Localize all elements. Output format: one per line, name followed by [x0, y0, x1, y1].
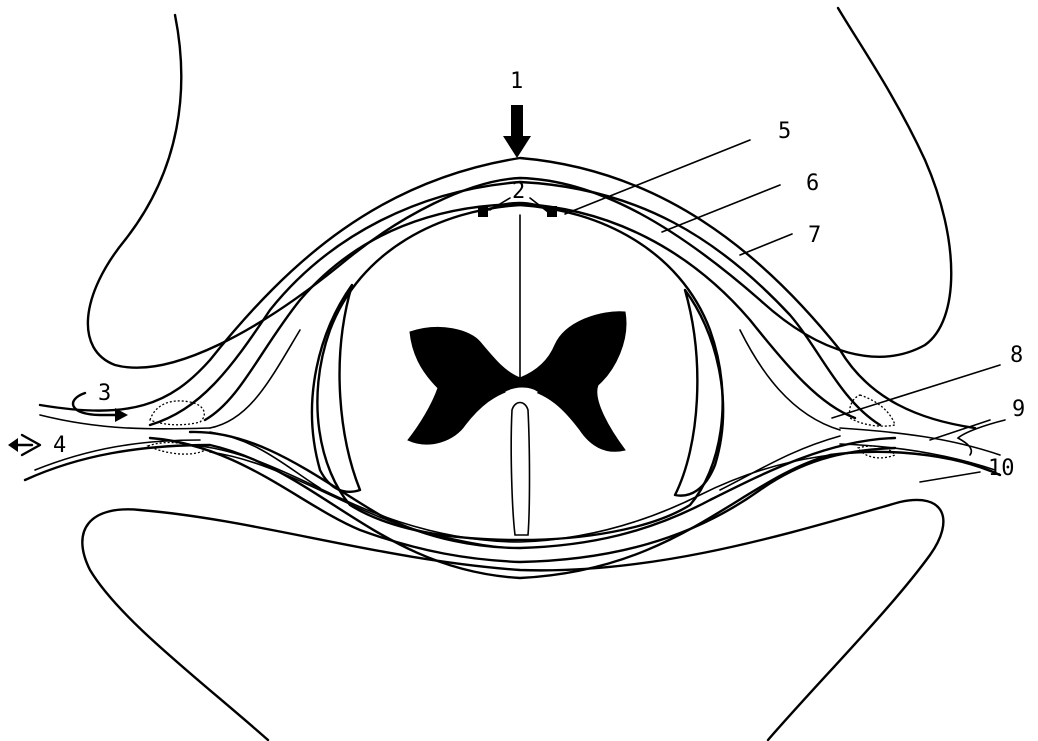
- lateral-space-right: [675, 290, 723, 496]
- label-3: 3: [98, 381, 111, 406]
- curved-arrow-3: [73, 393, 118, 415]
- label-1: 1: [510, 69, 523, 94]
- grey-matter-butterfly: [408, 312, 626, 452]
- label-2: 2: [512, 179, 525, 204]
- label-9: 9: [1012, 397, 1025, 422]
- pia-membrane-lower: [190, 432, 895, 548]
- lower-bone-outline: [82, 500, 943, 740]
- compression-arrow-shaft: [511, 105, 523, 138]
- nerve-root-right-line-2: [840, 444, 995, 470]
- cord-median-fissure-ventral: [511, 403, 529, 536]
- leader-5: [565, 140, 750, 214]
- dorsal-ligament-left: [478, 206, 488, 217]
- label-8: 8: [1010, 343, 1023, 368]
- label-5: 5: [778, 119, 791, 144]
- double-arrow-4-head: [8, 438, 18, 452]
- label-4: 4: [53, 433, 66, 458]
- label-7: 7: [808, 223, 821, 248]
- label-10: 10: [988, 456, 1015, 481]
- leader-10: [920, 472, 980, 482]
- membrane-lower-band-2: [210, 452, 520, 548]
- leader-7: [740, 234, 792, 255]
- label-6: 6: [806, 171, 819, 196]
- compression-arrow-head: [503, 136, 531, 158]
- nerve-root-left-line: [40, 415, 210, 429]
